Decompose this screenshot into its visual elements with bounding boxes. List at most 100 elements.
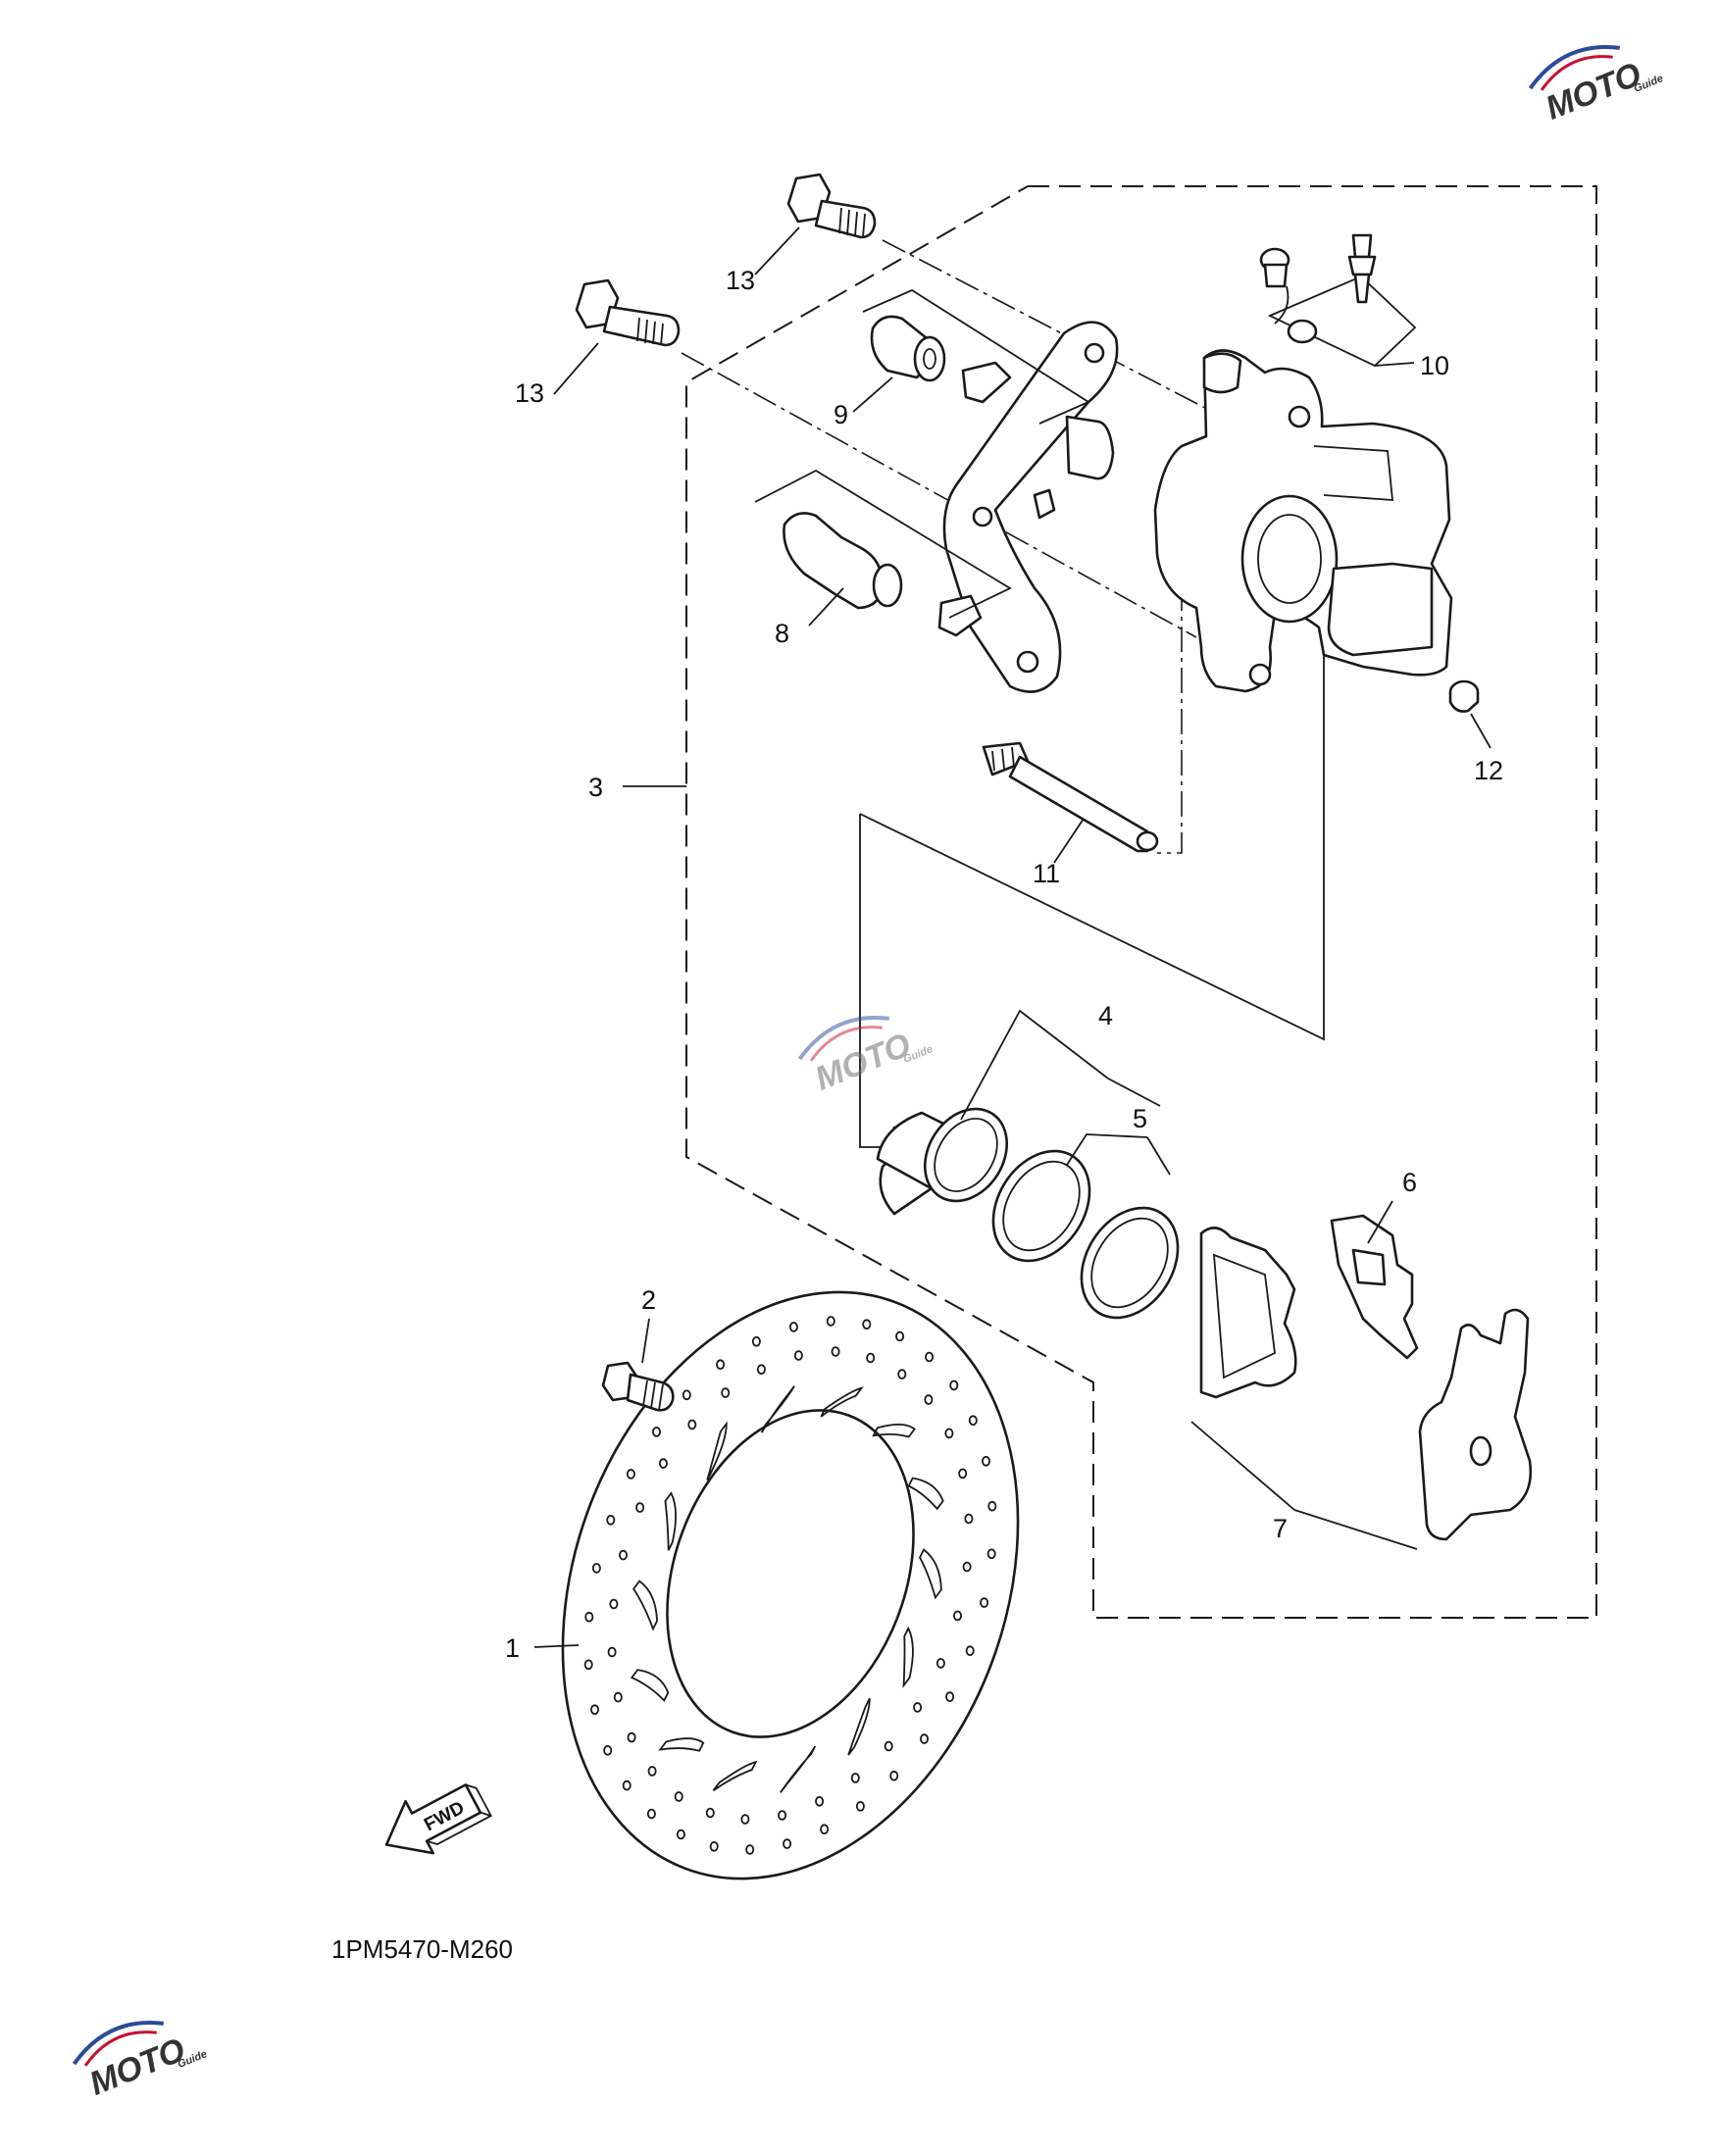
piston-axis-frame (859, 544, 1325, 1148)
disc-hole (925, 1351, 935, 1363)
callout-10: 10 (1420, 351, 1449, 380)
disc-hole (935, 1658, 945, 1669)
disc-hole (855, 1801, 865, 1812)
disc-hole (626, 1469, 635, 1479)
disc-hole (783, 1838, 792, 1849)
diagram-code: 1PM5470-M260 (331, 1934, 513, 1964)
disc-hole (606, 1515, 616, 1526)
disc-hole (920, 1733, 930, 1744)
disc-hole (866, 1352, 876, 1364)
fwd-arrow-icon: FWD (384, 1783, 492, 1855)
moto-guide-logo-center-icon: MOTO Guide (797, 1016, 935, 1098)
disc-vent-holes (583, 1316, 997, 1855)
disc-hole (652, 1427, 662, 1437)
disc-hole (674, 1791, 683, 1802)
disc-hole (751, 1336, 761, 1347)
callout-8: 8 (775, 619, 789, 648)
disc-slot (847, 1697, 871, 1756)
boot-9 (862, 288, 1090, 425)
disc-hole (945, 1691, 955, 1702)
pin-axis-line (1157, 544, 1183, 854)
disc-hole (850, 1773, 860, 1783)
disc-hole (826, 1316, 835, 1327)
disc-hole (584, 1611, 594, 1623)
callout-12: 12 (1474, 756, 1503, 785)
callout-4: 4 (1098, 1001, 1113, 1030)
disc-hole (609, 1598, 619, 1610)
brake-pad-7a (1199, 1227, 1297, 1399)
piston-4 (876, 1107, 1009, 1216)
disc-hole (964, 1513, 974, 1525)
disc-hole (949, 1379, 959, 1391)
watermark-text-top: MOTO (1541, 56, 1646, 127)
disc-hole (676, 1829, 685, 1840)
callout-5: 5 (1133, 1104, 1147, 1133)
disc-hole (953, 1610, 963, 1622)
disc-hole (987, 1500, 997, 1512)
disc-hole (968, 1415, 978, 1426)
callout-7: 7 (1273, 1514, 1288, 1543)
watermark-text-bottom: MOTO (84, 2031, 190, 2103)
disc-hole (862, 1319, 872, 1329)
disc-hole (619, 1549, 629, 1561)
bleed-screw-10 (1259, 233, 1417, 368)
disc-hole (721, 1387, 731, 1398)
disc-hole (622, 1780, 632, 1791)
disc-hole (583, 1659, 593, 1671)
disc-hole (705, 1807, 715, 1819)
disc-hole (944, 1428, 954, 1439)
disc-hole (756, 1364, 766, 1375)
disc-hole (980, 1597, 989, 1608)
disc-hole (709, 1841, 719, 1852)
disc-hole (924, 1394, 934, 1405)
disc-hole (793, 1350, 803, 1361)
disc-slot (630, 1669, 670, 1702)
disc-hole (716, 1359, 726, 1370)
disc-hole (740, 1814, 750, 1825)
disc-hole (962, 1561, 972, 1573)
disc-slot (907, 1477, 944, 1511)
disc-hole (897, 1369, 907, 1379)
disc-slot (918, 1548, 942, 1600)
disc-hole (627, 1731, 636, 1743)
brake-disc-1 (561, 1290, 1020, 1880)
disc-hole (682, 1389, 691, 1401)
pad-pin-11 (982, 741, 1159, 853)
disc-slot (872, 1424, 916, 1438)
pad-spring-6 (1330, 1214, 1419, 1360)
disc-slot (760, 1385, 795, 1433)
caliper-body (1153, 349, 1453, 693)
disc-hole (958, 1468, 968, 1479)
callout-3: 3 (588, 773, 603, 802)
piston-seal-5 (991, 1149, 1180, 1320)
disc-hole (590, 1704, 600, 1715)
disc-hole (687, 1419, 697, 1430)
disc-bolt-2 (601, 1361, 675, 1412)
callout-leaders (533, 226, 1491, 1648)
boot-8 (754, 469, 1012, 619)
brake-pad-7b (1418, 1308, 1533, 1541)
disc-slot (632, 1579, 658, 1631)
disc-slot (664, 1491, 677, 1551)
disc-hole (820, 1824, 830, 1834)
disc-hole (635, 1502, 645, 1513)
disc-slot (902, 1626, 914, 1688)
bolt-13-lower (575, 278, 681, 347)
disc-hole (603, 1745, 613, 1756)
disc-hole (986, 1548, 996, 1560)
disc-hole (788, 1322, 798, 1332)
disc-hole (889, 1770, 899, 1781)
disc-slot (706, 1421, 728, 1481)
disc-hole (895, 1330, 905, 1342)
disc-slot (658, 1737, 705, 1752)
callout-11: 11 (1033, 859, 1060, 888)
disc-hole (647, 1766, 657, 1777)
disc-hole (778, 1810, 787, 1821)
disc-hole (745, 1844, 755, 1855)
moto-guide-logo-icon: MOTO Guide (1528, 45, 1665, 127)
disc-hole (913, 1702, 923, 1713)
callout-13-upper: 13 (726, 266, 755, 295)
disc-slot (780, 1745, 817, 1793)
caliper-bracket (937, 321, 1119, 693)
